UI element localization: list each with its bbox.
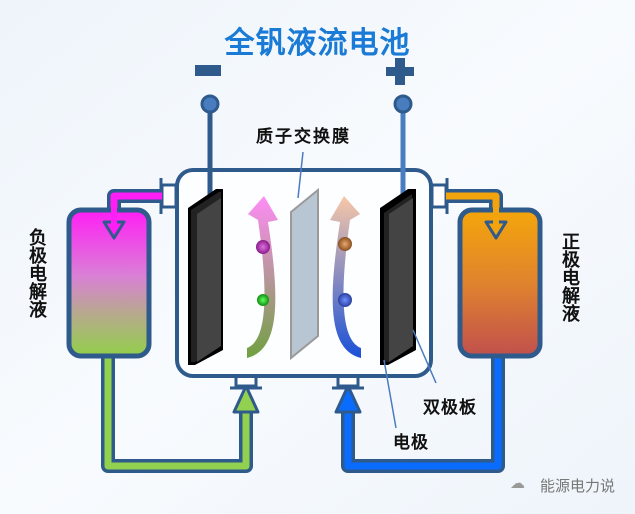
negative-electrode-plate (188, 189, 223, 365)
minus-icon (195, 65, 221, 76)
negative-terminal (195, 65, 221, 200)
membrane-label: 质子交换膜 (256, 127, 351, 147)
positive-return-pipe (334, 356, 505, 473)
positive-electrolyte-label: 正极电解液 (558, 232, 580, 328)
ion-v3-green (257, 294, 269, 306)
watermark-text: 能源电力说 (540, 477, 616, 495)
negative-electrolyte-label: 负极电解液 (25, 228, 47, 324)
negative-flow-arrow-icon (247, 196, 278, 358)
positive-electrolyte-tank (457, 207, 543, 359)
negative-electrolyte-tank (66, 207, 152, 359)
ion-v2-magenta (256, 240, 270, 254)
positive-electrode-plate (380, 189, 416, 365)
positive-terminal (386, 58, 414, 200)
membrane-leader-line (297, 151, 304, 199)
electrode-label: 电极 (393, 433, 429, 453)
positive-flow-arrow-icon (330, 196, 361, 358)
electrode-leader-line (383, 359, 397, 429)
wechat-icon: ☁ (510, 474, 525, 492)
negative-return-pipe (101, 356, 260, 473)
arrow-up-icon (232, 384, 260, 414)
negative-electrolyte-text: 负极电解液 (26, 228, 47, 318)
ion-vo-blue (338, 293, 352, 307)
bipolar-plate-label: 双极板 (423, 398, 477, 418)
positive-electrolyte-text: 正极电解液 (559, 232, 580, 322)
proton-exchange-membrane (290, 187, 319, 361)
diagram-title: 全钒液流电池 (224, 26, 411, 61)
ion-vo2-orange (338, 237, 352, 251)
bipolar-leader-line (412, 329, 437, 384)
arrow-up-icon (334, 384, 362, 414)
